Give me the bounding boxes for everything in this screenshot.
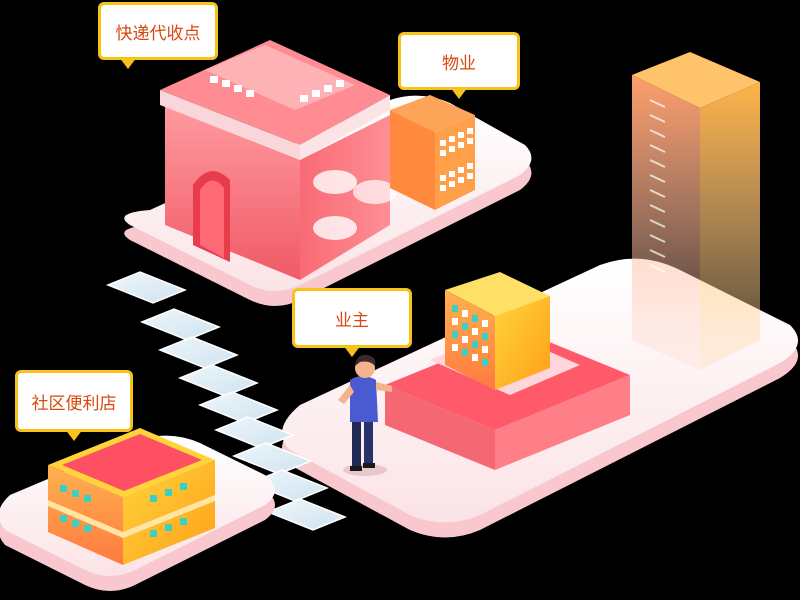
callout-property-label: 物业 xyxy=(442,53,476,74)
callout-property: 物业 xyxy=(398,32,520,99)
callout-owner: 业主 xyxy=(292,288,412,357)
express-building xyxy=(160,40,397,280)
stepping-stones xyxy=(105,271,348,531)
callout-express-pickup-label: 快递代收点 xyxy=(115,23,201,44)
tall-tower xyxy=(632,52,760,370)
callout-owner-label: 业主 xyxy=(335,310,369,331)
owner-person-figure xyxy=(338,354,392,476)
convenience-store-building xyxy=(48,428,215,565)
callout-express-pickup: 快递代收点 xyxy=(98,2,218,69)
owner-residence xyxy=(385,272,630,470)
callout-convenience-store: 社区便利店 xyxy=(15,370,133,441)
property-building xyxy=(390,95,475,210)
callout-convenience-store-label: 社区便利店 xyxy=(31,393,117,414)
